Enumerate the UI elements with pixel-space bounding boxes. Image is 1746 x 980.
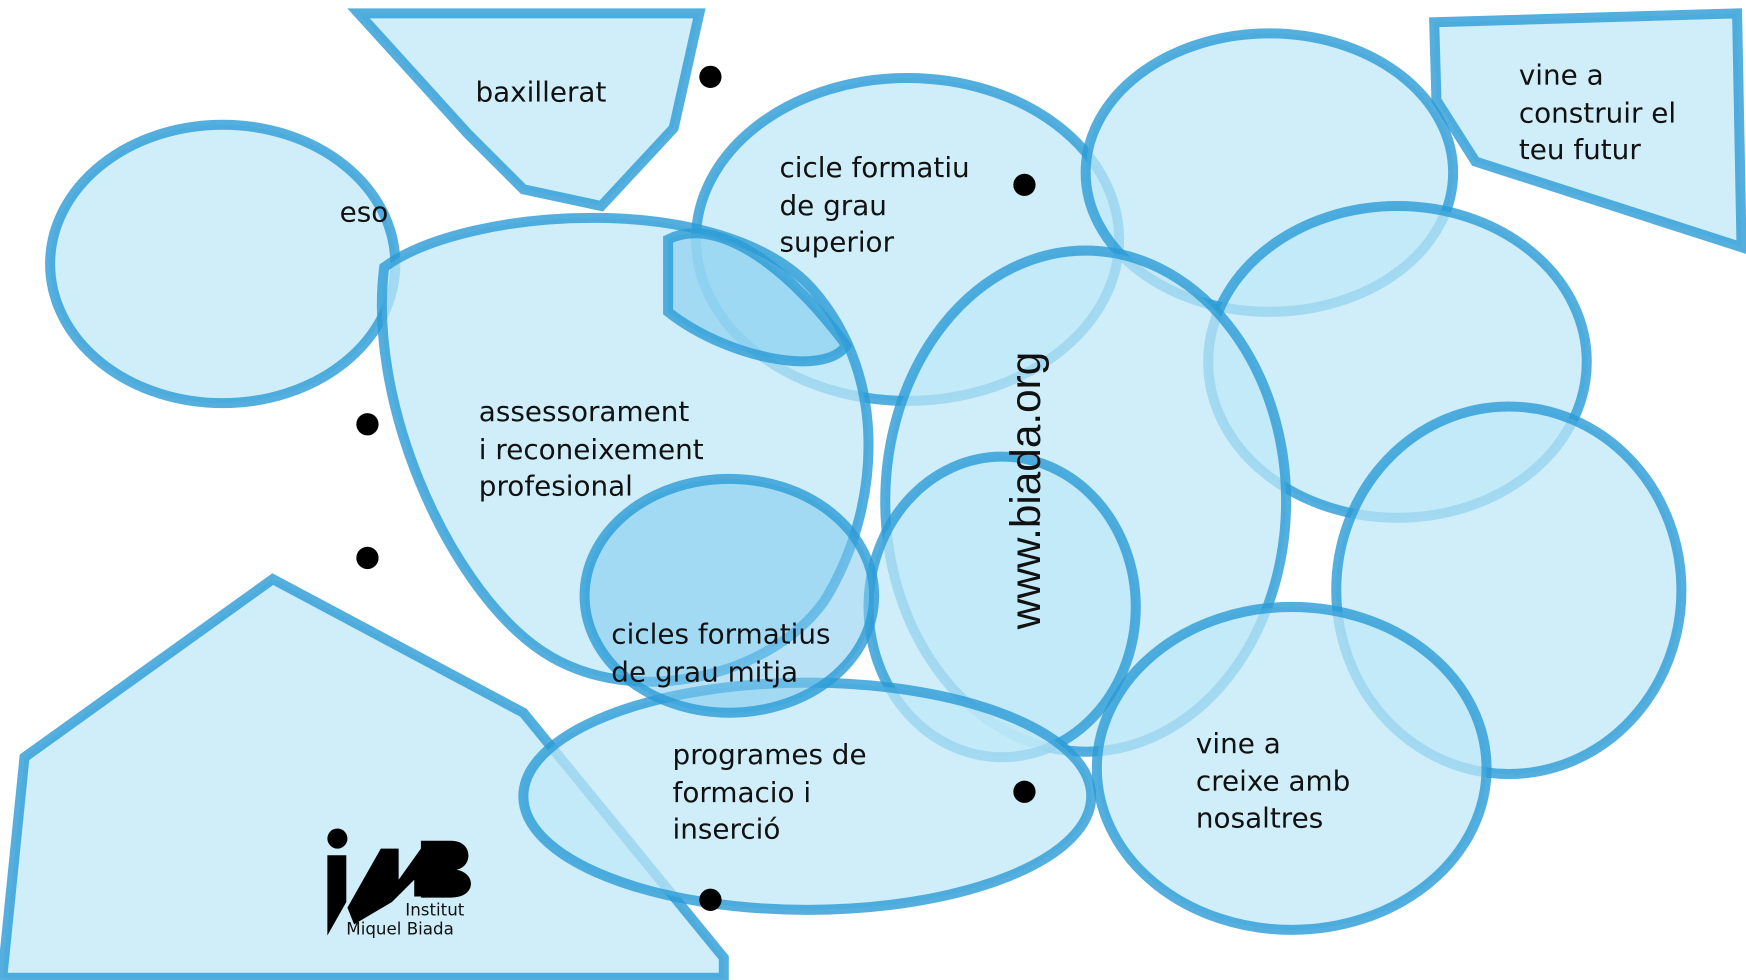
blob-vine-creixe — [1091, 601, 1492, 935]
logo-mark-b — [420, 840, 471, 898]
blob-vine-construir — [1429, 8, 1746, 254]
bullet-dot — [356, 546, 379, 570]
blob-cicles-mitja — [579, 473, 880, 718]
bullet-dots — [356, 65, 1036, 911]
institut-logo: Institut Miquel Biada — [327, 828, 471, 938]
logo-i-dot — [327, 828, 348, 849]
label-programes: programes de formacio i inserció — [673, 738, 876, 846]
bullet-dot — [356, 413, 379, 436]
bullet-dot — [1013, 173, 1036, 196]
blob-bottom-left — [0, 573, 729, 980]
label-cicles-mitja: cicles formatius de grau mitja — [611, 618, 839, 689]
blob-eso — [45, 119, 401, 409]
logo-line1: Institut — [405, 899, 464, 919]
logo-mark-m — [347, 848, 437, 925]
label-vine-creixe: vine a creixe amb nosaltres — [1196, 727, 1359, 835]
label-baxillerat: baxillerat — [475, 75, 606, 108]
website-url: www.biada.org — [1002, 352, 1049, 630]
blob-overlap-top — [663, 228, 853, 367]
label-eso: eso — [340, 196, 389, 229]
label-cicle-superior: cicle formatiu de grau superior — [779, 151, 978, 259]
blob-baxillerat — [347, 8, 706, 212]
bullet-dot — [699, 888, 722, 911]
bullet-dot — [699, 65, 722, 88]
label-assessorament: assessorament i reconeixement profesiona… — [479, 395, 713, 503]
logo-line2: Miquel Biada — [346, 918, 454, 938]
logo-mark-i — [327, 855, 347, 936]
bullet-dot — [1013, 780, 1036, 803]
label-vine-construir: vine a construir el teu futur — [1519, 59, 1685, 167]
blobs — [0, 8, 1746, 980]
